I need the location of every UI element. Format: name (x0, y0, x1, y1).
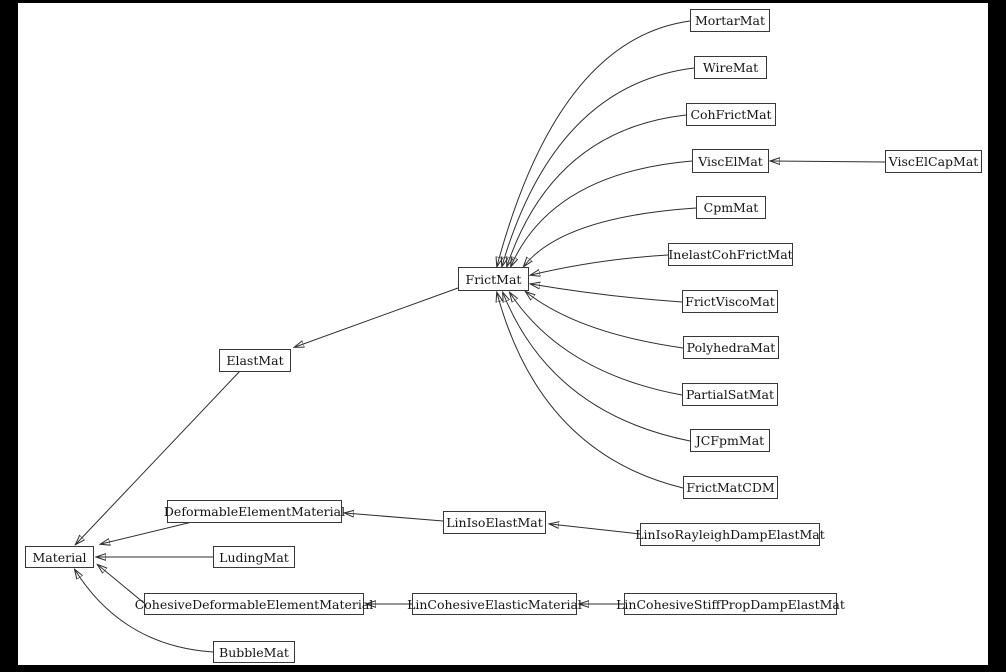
node-inelastcohfrictmat[interactable]: InelastCohFrictMat (668, 243, 793, 266)
node-ludingmat[interactable]: LudingMat (213, 546, 295, 568)
edge-linisorayleighdampelastmat-to-linisoelastmat (550, 524, 641, 535)
edge-cpmmat-to-frictmat (524, 207, 697, 266)
edge-frictmat-to-elastmat (295, 287, 459, 347)
edge-polyhedramat-to-frictmat (526, 292, 684, 349)
node-deformableelementmaterial[interactable]: DeformableElementMaterial (164, 500, 345, 523)
node-cohfrictmat[interactable]: CohFrictMat (686, 103, 776, 126)
edge-partialsatmat-to-frictmat (510, 293, 683, 396)
inheritance-edges (18, 20, 886, 653)
edge-inelastcohfrictmat-to-frictmat (531, 254, 669, 275)
node-material[interactable]: Material (25, 546, 94, 568)
edge-deformableelementmaterial-to-material (101, 521, 193, 544)
node-bubblemat[interactable]: BubbleMat (213, 641, 295, 663)
node-wiremat[interactable]: WireMat (694, 56, 767, 79)
node-jcfpmmat[interactable]: JCFpmMat (690, 429, 770, 452)
diagram-canvas: Material ElastMat FrictMat MortarMat Wir… (18, 3, 988, 665)
node-lincohesiveelasticmaterial[interactable]: LinCohesiveElasticMaterial (407, 593, 582, 615)
edge-viscelcapmat-to-viscelmat (771, 161, 886, 162)
edge-linisoelastmat-to-deformableelementmaterial (345, 513, 444, 522)
node-viscelcapmat[interactable]: ViscElCapMat (885, 150, 982, 173)
edge-viscelmat-to-frictmat (511, 160, 693, 266)
node-cpmmat[interactable]: CpmMat (696, 196, 766, 219)
edge-frictviscomat-to-frictmat (531, 284, 683, 303)
edge-wiremat-to-frictmat (502, 67, 695, 266)
node-linisoelastmat[interactable]: LinIsoElastMat (443, 511, 546, 534)
edge-cohfrictmat-to-frictmat (507, 114, 687, 266)
edge-frictmatcdm-to-frictmat (497, 293, 684, 489)
node-viscelmat[interactable]: ViscElMat (692, 149, 769, 173)
node-frictviscomat[interactable]: FrictViscoMat (682, 290, 778, 313)
node-cohesivedeformableelementmaterial[interactable]: CohesiveDeformableElementMaterial (135, 593, 373, 615)
node-polyhedramat[interactable]: PolyhedraMat (683, 336, 779, 359)
edge-jcfpmmat-to-frictmat (503, 293, 691, 442)
node-lincohesivestiffpropdampelastmat[interactable]: LinCohesiveStiffPropDampElastMat (616, 593, 845, 615)
node-frictmat[interactable]: FrictMat (458, 267, 529, 291)
edge-bubblemat-to-material (75, 570, 214, 653)
node-elastmat[interactable]: ElastMat (219, 349, 291, 372)
node-mortarmat[interactable]: MortarMat (690, 9, 770, 32)
node-frictmatcdm[interactable]: FrictMatCDM (683, 476, 778, 499)
node-partialsatmat[interactable]: PartialSatMat (682, 383, 778, 406)
edge-mortarmat-to-frictmat (497, 20, 691, 266)
edge-elastmat-to-material (76, 370, 241, 544)
node-linisorayleighdampelastmat[interactable]: LinIsoRayleighDampElastMat (635, 523, 825, 546)
edge-cohesivedeformableelementmaterial-to-material (98, 565, 145, 604)
